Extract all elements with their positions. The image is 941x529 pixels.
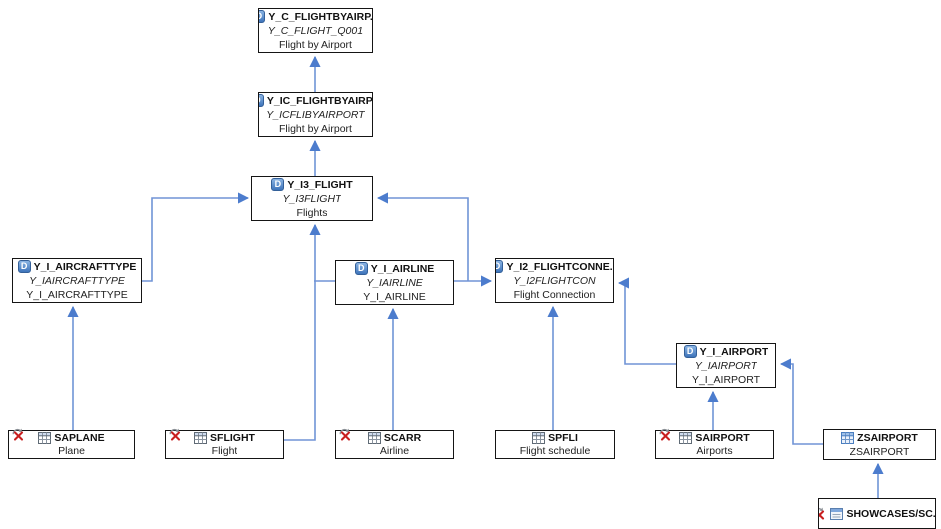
- node-y-i-airline[interactable]: D Y_I_AIRLINE Y_IAIRLINE Y_I_AIRLINE: [335, 260, 454, 305]
- sync-error-icon: [819, 507, 827, 521]
- node-title-row: SPFLI: [532, 431, 578, 445]
- node-title: Y_I_AIRPORT: [699, 345, 769, 358]
- node-title: SCARR: [383, 431, 422, 444]
- node-subtitle: Y_IAIRCRAFTTYPE: [29, 274, 125, 287]
- node-title-row: SHOWCASES/SC...: [819, 507, 935, 521]
- node-description: Y_I_AIRPORT: [691, 373, 761, 386]
- data-definition-icon: D: [354, 262, 368, 275]
- node-y-i-airport[interactable]: D Y_I_AIRPORT Y_IAIRPORT Y_I_AIRPORT: [676, 343, 776, 388]
- node-showcases[interactable]: SHOWCASES/SC...: [818, 498, 936, 529]
- node-title-row: D Y_I_AIRLINE: [354, 262, 435, 276]
- node-title: Y_I_AIRCRAFTTYPE: [33, 260, 137, 273]
- data-definition-icon: D: [259, 94, 264, 107]
- node-description: Plane: [58, 445, 85, 458]
- node-description: Airline: [379, 445, 410, 458]
- node-title-row: D Y_I3_FLIGHT: [271, 178, 353, 192]
- node-y-i3-flight[interactable]: D Y_I3_FLIGHT Y_I3FLIGHT Flights: [251, 176, 373, 221]
- node-description: Flight: [211, 445, 238, 458]
- node-y-ic-flightbyairport[interactable]: D Y_IC_FLIGHTBYAIRP... Y_ICFLIBYAIRPORT …: [258, 92, 373, 137]
- node-subtitle: Y_I3FLIGHT: [282, 192, 342, 205]
- node-title: Y_IC_FLIGHTBYAIRP...: [266, 94, 372, 107]
- node-title: Y_C_FLIGHTBYAIRP...: [268, 10, 372, 23]
- node-description: Flight schedule: [519, 445, 591, 458]
- node-title: ZSAIRPORT: [857, 431, 918, 444]
- custom-table-icon: [841, 431, 855, 444]
- table-icon: [532, 431, 546, 444]
- node-subtitle: Y_ICFLIBYAIRPORT: [266, 108, 365, 121]
- node-title: SFLIGHT: [210, 431, 255, 444]
- node-subtitle: Y_IAIRLINE: [366, 276, 423, 289]
- node-title-row: SAPLANE: [38, 431, 105, 445]
- node-subtitle: Y_C_FLIGHT_Q001: [267, 24, 364, 37]
- node-description: ZSAIRPORT: [849, 445, 910, 458]
- node-subtitle: Y_IAIRPORT: [694, 359, 758, 372]
- node-sflight[interactable]: SFLIGHT Flight: [165, 428, 284, 459]
- node-title-row: SCARR: [367, 431, 422, 445]
- sync-error-icon: [338, 428, 353, 442]
- node-sairport[interactable]: SAIRPORT Airports: [655, 428, 774, 459]
- node-zsairport[interactable]: ZSAIRPORT ZSAIRPORT: [823, 429, 936, 460]
- node-spfli[interactable]: SPFLI Flight schedule: [495, 430, 615, 459]
- table-icon: [367, 431, 381, 444]
- node-title-row: D Y_I2_FLIGHTCONNE...: [496, 260, 613, 274]
- node-title: SAIRPORT: [695, 431, 750, 444]
- table-icon: [38, 431, 52, 444]
- node-description: Y_I_AIRCRAFTTYPE: [26, 288, 128, 301]
- structure-icon: [830, 507, 844, 520]
- node-y-i-aircrafttype[interactable]: D Y_I_AIRCRAFTTYPE Y_IAIRCRAFTTYPE Y_I_A…: [12, 258, 142, 303]
- node-y-i2-flightconnection[interactable]: D Y_I2_FLIGHTCONNE... Y_I2FLIGHTCON Flig…: [495, 258, 614, 303]
- node-title: SHOWCASES/SC...: [846, 507, 935, 520]
- node-title-row: D Y_IC_FLIGHTBYAIRP...: [259, 94, 372, 108]
- node-subtitle: Y_I2FLIGHTCON: [513, 274, 596, 287]
- data-definition-icon: D: [683, 345, 697, 358]
- data-definition-icon: D: [17, 260, 31, 273]
- table-icon: [194, 431, 208, 444]
- node-title: Y_I2_FLIGHTCONNE...: [506, 260, 613, 273]
- node-title-row: D Y_C_FLIGHTBYAIRP...: [259, 10, 372, 24]
- node-title: SAPLANE: [54, 431, 105, 444]
- node-description: Flight by Airport: [279, 38, 352, 51]
- sync-error-icon: [168, 428, 183, 442]
- node-description: Flights: [296, 206, 328, 219]
- node-title: SPFLI: [548, 431, 578, 444]
- node-y-c-flightbyairport[interactable]: D Y_C_FLIGHTBYAIRP... Y_C_FLIGHT_Q001 Fl…: [258, 8, 373, 53]
- node-saplane[interactable]: SAPLANE Plane: [8, 428, 135, 459]
- node-description: Y_I_AIRLINE: [363, 290, 426, 303]
- data-definition-icon: D: [259, 10, 266, 23]
- node-title-row: D Y_I_AIRPORT: [683, 345, 769, 359]
- node-title-row: SAIRPORT: [679, 431, 750, 445]
- node-description: Flight Connection: [513, 288, 596, 301]
- node-title-row: ZSAIRPORT: [841, 431, 918, 445]
- node-title-row: SFLIGHT: [194, 431, 255, 445]
- node-scarr[interactable]: SCARR Airline: [335, 428, 454, 459]
- node-description: Flight by Airport: [279, 122, 352, 135]
- node-description: Airports: [696, 445, 733, 458]
- node-title: Y_I_AIRLINE: [370, 262, 435, 275]
- data-definition-icon: D: [496, 260, 504, 273]
- node-title-row: D Y_I_AIRCRAFTTYPE: [17, 260, 137, 274]
- node-title: Y_I3_FLIGHT: [287, 178, 353, 191]
- sync-error-icon: [658, 428, 673, 442]
- sync-error-icon: [11, 428, 26, 442]
- data-definition-icon: D: [271, 178, 285, 191]
- table-icon: [679, 431, 693, 444]
